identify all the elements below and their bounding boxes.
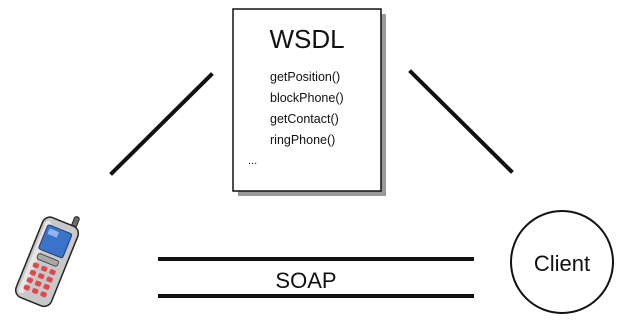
wsdl-title: WSDL [269,24,344,54]
wsdl-method-list: getPosition() blockPhone() getContact() … [248,70,344,167]
wsdl-method-block-phone: blockPhone() [270,91,344,105]
wsdl-method-ring-phone: ringPhone() [270,133,335,147]
wsdl-box: WSDL getPosition() blockPhone() getConta… [232,8,386,196]
client-wsdl-connector [408,69,514,174]
wsdl-box-frame [232,8,382,192]
wsdl-method-get-position: getPosition() [270,70,340,84]
wsdl-method-ellipsis: ... [248,155,257,167]
client-node: Client [510,210,614,314]
soap-label: SOAP [275,268,336,293]
client-label: Client [534,251,590,276]
mobile-phone-icon [14,216,80,308]
client-circle [510,210,614,314]
soap-channel: SOAP [158,257,474,298]
phone-wsdl-connector [109,72,214,176]
wsdl-method-get-contact: getContact() [270,112,339,126]
